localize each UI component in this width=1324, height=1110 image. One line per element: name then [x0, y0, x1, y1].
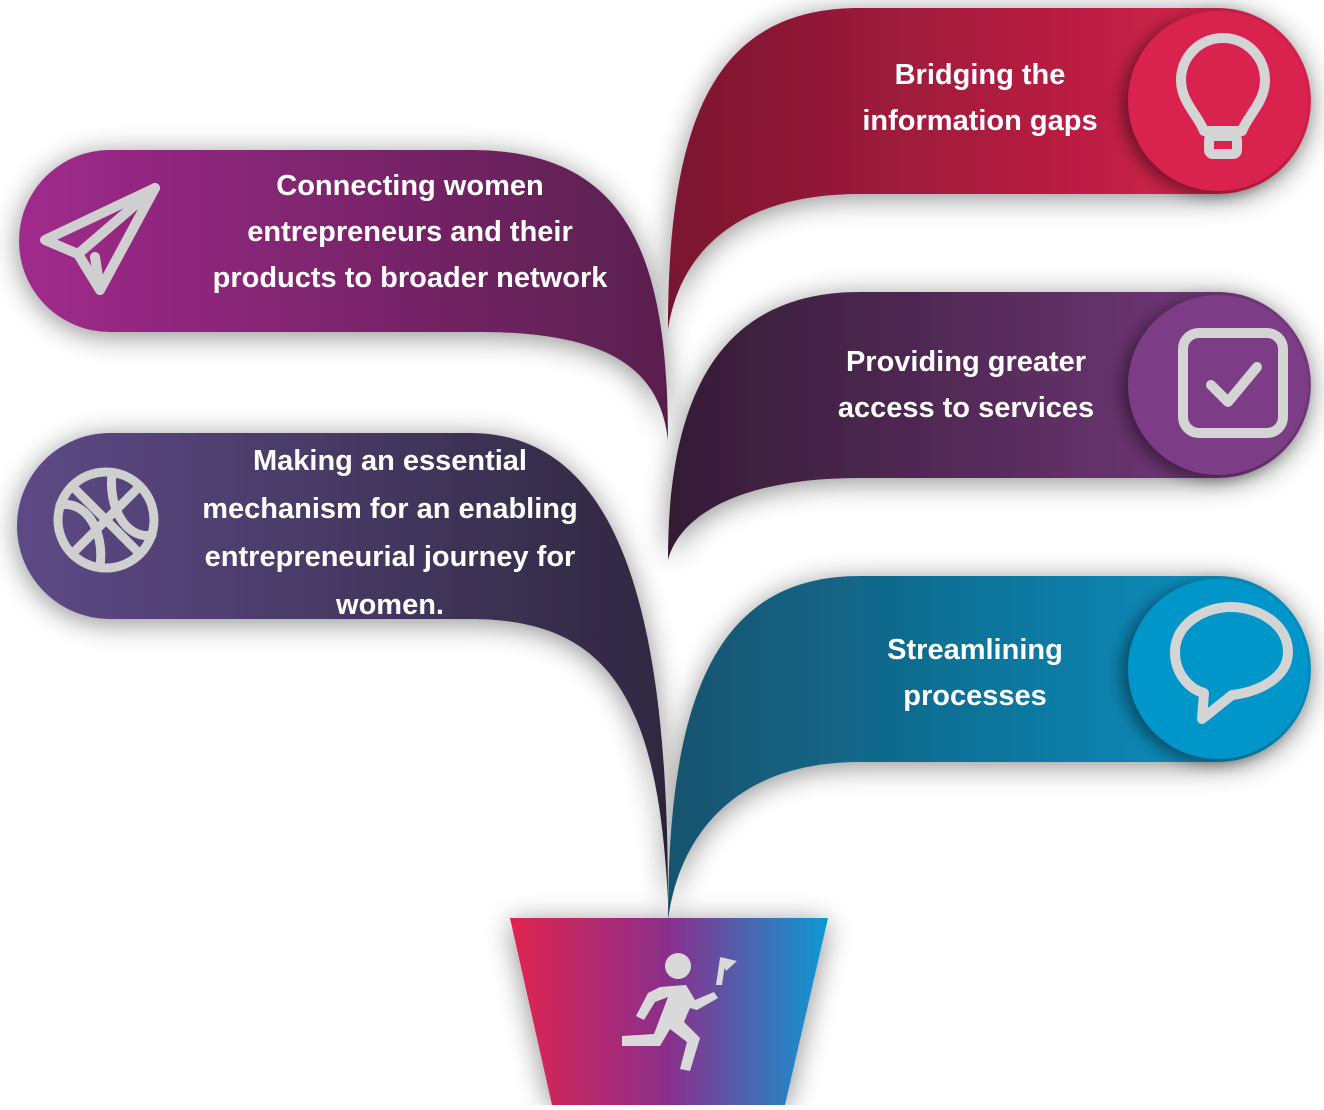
lightbulb-icon: [1176, 33, 1270, 159]
running-person-icon: [622, 953, 737, 1071]
paper-plane-icon: [40, 183, 160, 295]
branch-streamlining-label: Streamlining processes: [887, 634, 1063, 712]
branch-making-label: Making an essential mechanism for an ena…: [202, 445, 578, 621]
basketball-icon: [53, 467, 159, 573]
speech-bubble-icon: [1170, 602, 1293, 724]
branch-making-shape: [17, 433, 668, 900]
branch-providing-label: Providing greater access to services: [837, 346, 1095, 424]
branch-streamlining-icon-disc: [1128, 579, 1308, 759]
branch-connecting-label: Connecting women entrepreneurs and their…: [212, 170, 608, 294]
branch-connecting-shape: [19, 150, 668, 440]
branch-bridging-label: Bridging the information gaps: [862, 59, 1098, 137]
checkbox-icon: [1178, 328, 1288, 438]
